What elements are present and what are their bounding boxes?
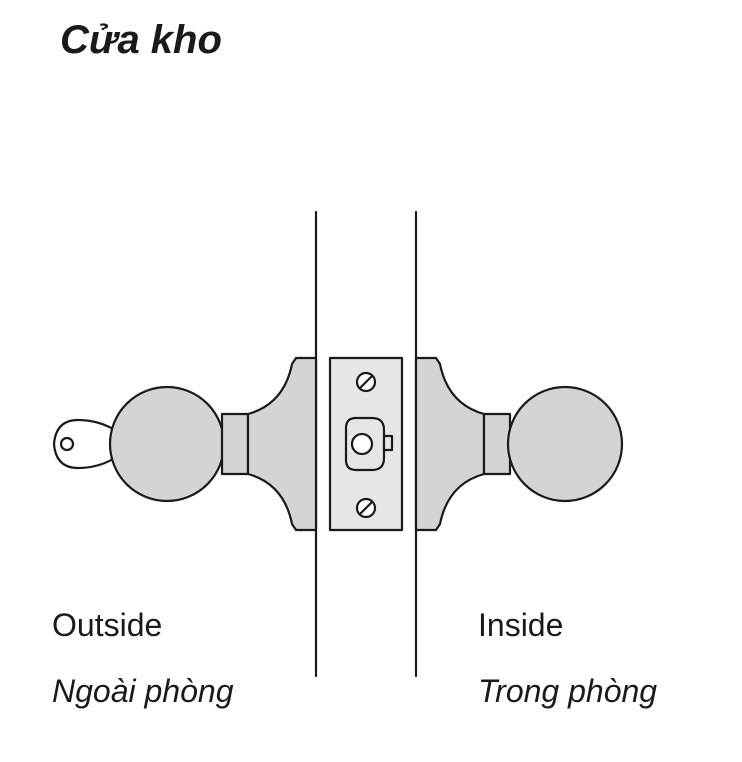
- inside-knob: [506, 385, 624, 503]
- inside-label: Inside: [478, 607, 564, 643]
- inside-knob-neck: [482, 412, 512, 476]
- outside-label: Outside: [52, 607, 163, 643]
- outside-knob-neck: [220, 412, 250, 476]
- outside-label-vietnamese: Ngoài phòng: [52, 673, 234, 709]
- top-screw-icon: [355, 371, 377, 393]
- bottom-screw-icon: [355, 497, 377, 519]
- outside-rose: [246, 356, 318, 532]
- key-icon: [52, 418, 120, 470]
- page-title: Cửa kho: [60, 18, 222, 62]
- latch-bolt: [344, 416, 394, 472]
- outside-knob: [108, 385, 226, 503]
- inside-label-vietnamese: Trong phòng: [478, 673, 658, 709]
- inside-rose: [414, 356, 486, 532]
